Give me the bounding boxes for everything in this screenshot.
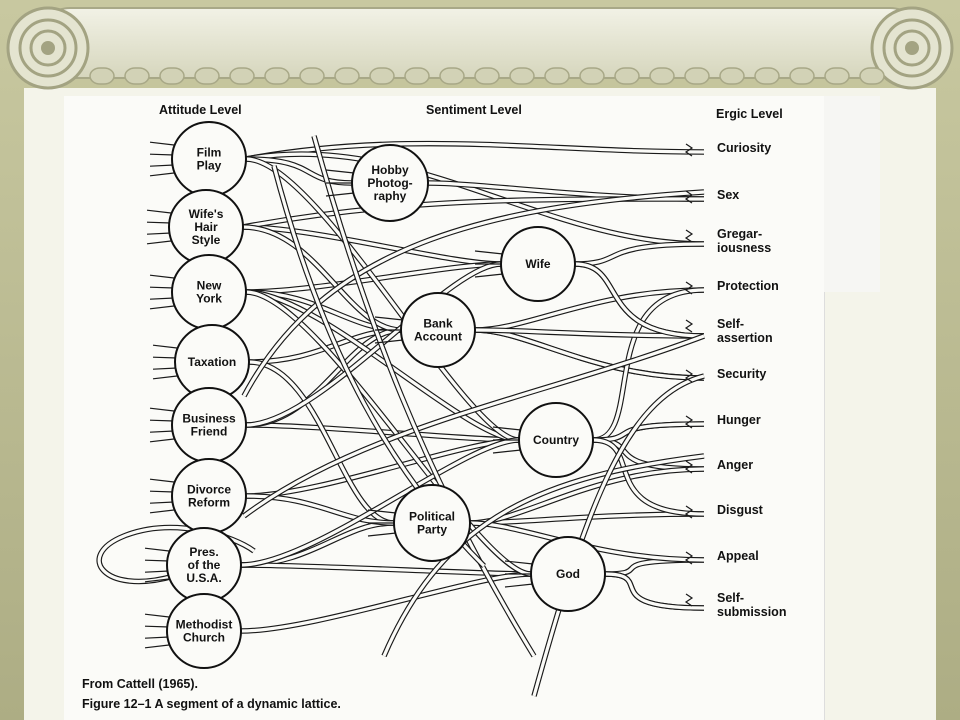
- attitude-label: of the: [188, 558, 221, 572]
- ergic-level-header: Ergic Level: [716, 107, 783, 121]
- attitude-label: Hair: [194, 220, 218, 234]
- ergic-labels: CuriositySexGregar-iousnessProtectionSel…: [717, 141, 786, 619]
- lattice-links: [96, 135, 705, 697]
- ergic-item: Hunger: [717, 413, 761, 427]
- input-stubs: [144, 141, 694, 649]
- attitude-node: Taxation: [174, 324, 250, 400]
- ergic-item: Curiosity: [717, 141, 771, 155]
- sentiment-label: Political: [409, 510, 455, 524]
- ergic-label: Appeal: [717, 549, 759, 563]
- ergic-label: Security: [717, 367, 766, 381]
- attitude-label: Play: [197, 159, 222, 173]
- sentiment-label: Bank: [423, 317, 453, 331]
- sentiment-node: God: [530, 536, 606, 612]
- attitude-label: Film: [197, 146, 222, 160]
- ergic-label: submission: [717, 605, 786, 619]
- attitude-level-header: Attitude Level: [159, 103, 242, 117]
- left-scroll-icon: [6, 6, 90, 90]
- ergic-label: Disgust: [717, 503, 764, 517]
- ergic-label: Gregar-: [717, 227, 762, 241]
- ergic-label: Curiosity: [717, 141, 771, 155]
- source-caption: From Cattell (1965).: [82, 677, 198, 691]
- attitude-label: New: [197, 279, 222, 293]
- ergic-label: iousness: [717, 241, 771, 255]
- attitude-label: York: [196, 292, 222, 306]
- ergic-item: Security: [717, 367, 766, 381]
- ergic-item: Anger: [717, 458, 753, 472]
- sentiment-level-header: Sentiment Level: [426, 103, 522, 117]
- dynamic-lattice-diagram: Attitude Level Sentiment Level Ergic Lev…: [82, 103, 786, 711]
- sentiment-label: Account: [414, 330, 462, 344]
- sentiment-label: Party: [417, 523, 447, 537]
- attitude-label: Divorce: [187, 483, 231, 497]
- ergic-item: Protection: [717, 279, 779, 293]
- attitude-label: Methodist: [176, 618, 233, 632]
- ergic-item: Gregar-iousness: [717, 227, 771, 255]
- ergic-label: Anger: [717, 458, 753, 472]
- attitude-label: Church: [183, 631, 225, 645]
- ergic-label: Sex: [717, 188, 739, 202]
- sentiment-label: God: [556, 567, 580, 581]
- attitude-label: Business: [182, 412, 236, 426]
- ergic-item: Disgust: [717, 503, 764, 517]
- sentiment-nodes: HobbyPhotog-raphyWifeBankAccountCountryP…: [351, 144, 606, 612]
- sentiment-label: Photog-: [367, 176, 412, 190]
- dentil-row: [89, 67, 885, 85]
- ionic-capital-header: [6, 6, 954, 90]
- figure-caption: Figure 12–1 A segment of a dynamic latti…: [82, 697, 341, 711]
- attitude-label: Pres.: [189, 545, 218, 559]
- ergic-label: Hunger: [717, 413, 761, 427]
- sentiment-label: raphy: [374, 189, 407, 203]
- attitude-label: Style: [192, 233, 221, 247]
- attitude-label: Wife's: [189, 207, 224, 221]
- attitude-label: Taxation: [188, 355, 236, 369]
- ergic-label: Self-: [717, 591, 744, 605]
- attitude-label: Reform: [188, 496, 230, 510]
- ergic-item: Appeal: [717, 549, 759, 563]
- ergic-label: assertion: [717, 331, 773, 345]
- scan-edge: [824, 96, 880, 292]
- sentiment-node: Country: [518, 402, 594, 478]
- attitude-label: U.S.A.: [186, 571, 221, 585]
- attitude-label: Friend: [191, 425, 228, 439]
- ergic-label: Protection: [717, 279, 779, 293]
- ergic-item: Self-assertion: [717, 317, 773, 345]
- sentiment-label: Country: [533, 433, 579, 447]
- ergic-item: Sex: [717, 188, 739, 202]
- sentiment-label: Hobby: [371, 163, 409, 177]
- attitude-nodes: FilmPlayWife'sHairStyleNewYorkTaxationBu…: [166, 121, 250, 669]
- sentiment-label: Wife: [525, 257, 551, 271]
- sentiment-node: Wife: [500, 226, 576, 302]
- ergic-item: Self-submission: [717, 591, 786, 619]
- right-scroll-icon: [870, 6, 954, 90]
- ergic-label: Self-: [717, 317, 744, 331]
